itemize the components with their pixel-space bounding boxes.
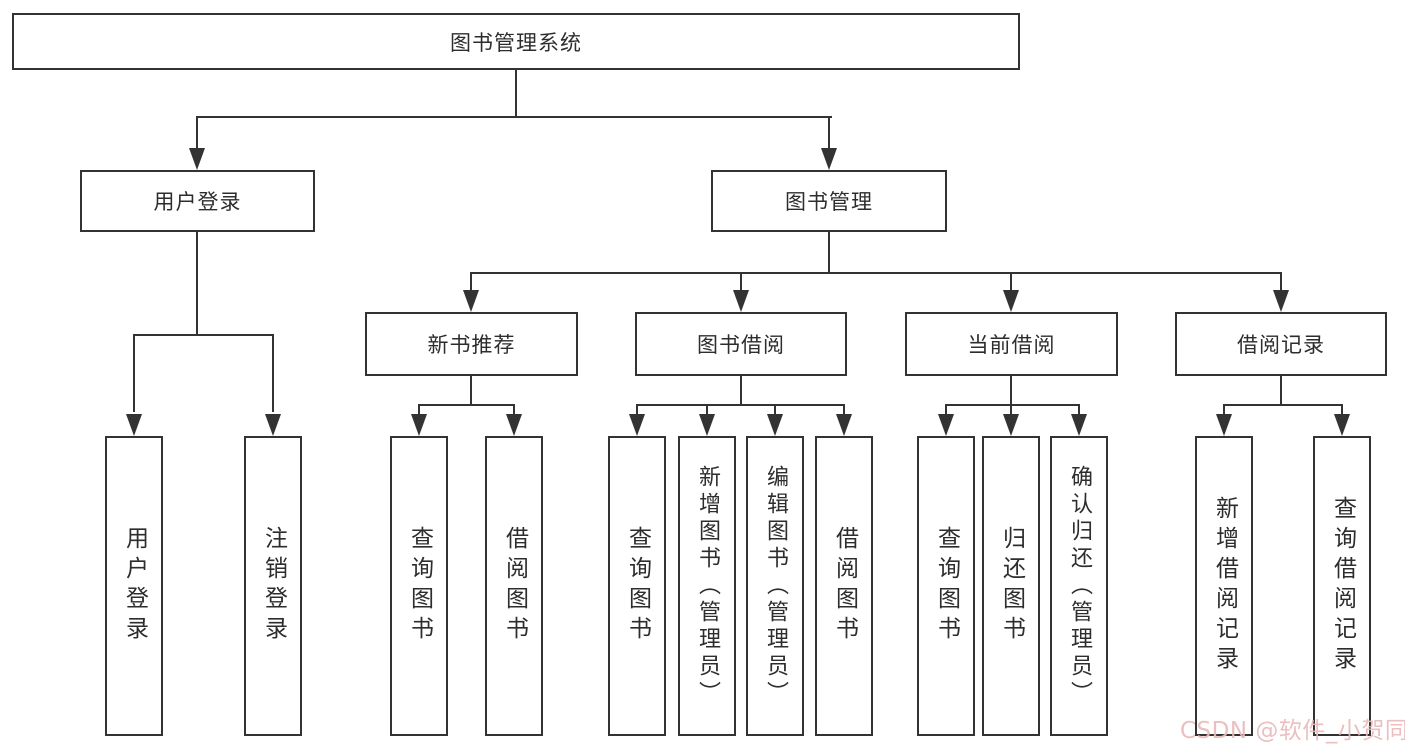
leaf-borrow-books-recommend: 借阅图书 (485, 436, 543, 736)
node-book-management: 图书管理 (711, 170, 947, 232)
connector-l3-3-drop (1010, 272, 1012, 294)
node-label: 图书管理系统 (450, 30, 582, 55)
arrowhead-borrow-leaf1 (629, 414, 645, 436)
connector-borrow-leaf1-drop (636, 404, 638, 416)
arrowhead-current-leaf3 (1071, 414, 1087, 436)
leaf-borrow-books: 借阅图书 (815, 436, 873, 736)
node-label: 图书管理 (785, 190, 873, 214)
node-label: 当前借阅 (967, 333, 1056, 357)
arrowhead-borrow-leaf2 (699, 414, 715, 436)
leaf-return-books: 归还图书 (982, 436, 1040, 736)
arrowhead-current-leaf2 (1003, 414, 1019, 436)
leaf-label: 归还图书 (998, 526, 1025, 646)
leaf-label: 借阅图书 (501, 526, 528, 646)
connector-login-leaf1-drop (133, 334, 135, 412)
leaf-query-books-recommend: 查询图书 (390, 436, 448, 736)
connector-borrow-leaf4-drop (843, 404, 845, 416)
leaf-label: 查询图书 (624, 526, 651, 646)
connector-l3-1-drop (470, 272, 472, 294)
leaf-query-borrow-record: 查询借阅记录 (1313, 436, 1371, 736)
connector-user-login-drop (196, 116, 198, 152)
leaf-label: 查询图书 (406, 526, 433, 646)
connector-newbook-stem (470, 376, 472, 406)
connector-current-leaf1-drop (945, 404, 947, 416)
connector-l3-2-drop (740, 272, 742, 294)
node-book-borrowing: 图书借阅 (635, 312, 847, 376)
connector-l3-4-drop (1280, 272, 1282, 294)
connector-newbook-leaf2-drop (513, 404, 515, 416)
arrowhead-login-leaf2 (265, 414, 281, 436)
arrowhead-records-leaf1 (1216, 414, 1232, 436)
connector-borrow-bus (636, 404, 845, 406)
connector-login-bus (133, 334, 274, 336)
connector-borrow-leaf3-drop (774, 404, 776, 416)
arrowhead-user-login (189, 148, 205, 170)
leaf-add-borrow-record: 新增借阅记录 (1195, 436, 1253, 736)
csdn-watermark: CSDN @软件_小贺同学 (1180, 718, 1405, 744)
node-borrowing-records: 借阅记录 (1175, 312, 1387, 376)
leaf-user-login: 用户登录 (105, 436, 163, 736)
leaf-label: 用户登录 (121, 526, 148, 646)
arrowhead-book-borrow (733, 290, 749, 312)
arrowhead-current-borrow (1003, 290, 1019, 312)
node-user-login: 用户登录 (80, 170, 315, 232)
connector-records-leaf2-drop (1341, 404, 1343, 416)
leaf-label: 注销登录 (260, 526, 287, 646)
leaf-label: 新增借阅记录 (1211, 496, 1238, 676)
node-new-book-recommendation: 新书推荐 (365, 312, 578, 376)
node-library-management-system: 图书管理系统 (12, 13, 1020, 70)
arrowhead-login-leaf1 (126, 414, 142, 436)
leaf-confirm-return-admin: 确认归还（管理员） (1050, 436, 1108, 736)
connector-login-stem (196, 232, 198, 336)
connector-login-leaf2-drop (272, 334, 274, 412)
leaf-add-books-admin: 新增图书（管理员） (678, 436, 736, 736)
leaf-query-books-borrow: 查询图书 (608, 436, 666, 736)
arrowhead-current-leaf1 (938, 414, 954, 436)
connector-newbook-leaf1-drop (418, 404, 420, 416)
connector-root-stem (515, 70, 517, 118)
leaf-query-books-current: 查询图书 (917, 436, 975, 736)
leaf-label: 编辑图书（管理员） (763, 464, 788, 708)
arrowhead-borrow-leaf4 (836, 414, 852, 436)
connector-borrow-leaf2-drop (706, 404, 708, 416)
connector-records-stem (1280, 376, 1282, 406)
node-label: 图书借阅 (697, 333, 785, 357)
arrowhead-borrow-records (1273, 290, 1289, 312)
connector-current-bus (945, 404, 1080, 406)
node-label: 新书推荐 (427, 333, 516, 357)
connector-current-leaf2-drop (1010, 404, 1012, 416)
node-current-borrowing: 当前借阅 (905, 312, 1118, 376)
connector-root-bus (196, 116, 832, 118)
connector-current-stem (1010, 376, 1012, 406)
arrowhead-newbook-leaf1 (411, 414, 427, 436)
connector-borrow-stem (740, 376, 742, 406)
leaf-label: 查询借阅记录 (1329, 496, 1356, 676)
leaf-label: 查询图书 (933, 526, 960, 646)
connector-book-mgmt-drop (828, 116, 830, 152)
arrowhead-borrow-leaf3 (767, 414, 783, 436)
arrowhead-new-book (463, 290, 479, 312)
connector-current-leaf3-drop (1078, 404, 1080, 416)
connector-records-leaf1-drop (1223, 404, 1225, 416)
node-label: 借阅记录 (1237, 333, 1325, 357)
connector-mgmt-stem (828, 232, 830, 274)
leaf-logout: 注销登录 (244, 436, 302, 736)
leaf-label: 新增图书（管理员） (695, 464, 720, 708)
connector-records-bus (1223, 404, 1343, 406)
leaf-label: 确认归还（管理员） (1067, 464, 1092, 708)
connector-mgmt-bus (470, 272, 1282, 274)
leaf-edit-books-admin: 编辑图书（管理员） (746, 436, 804, 736)
node-label: 用户登录 (153, 190, 242, 214)
arrowhead-newbook-leaf2 (506, 414, 522, 436)
connector-newbook-bus (418, 404, 515, 406)
leaf-label: 借阅图书 (831, 526, 858, 646)
arrowhead-book-mgmt (821, 148, 837, 170)
arrowhead-records-leaf2 (1334, 414, 1350, 436)
